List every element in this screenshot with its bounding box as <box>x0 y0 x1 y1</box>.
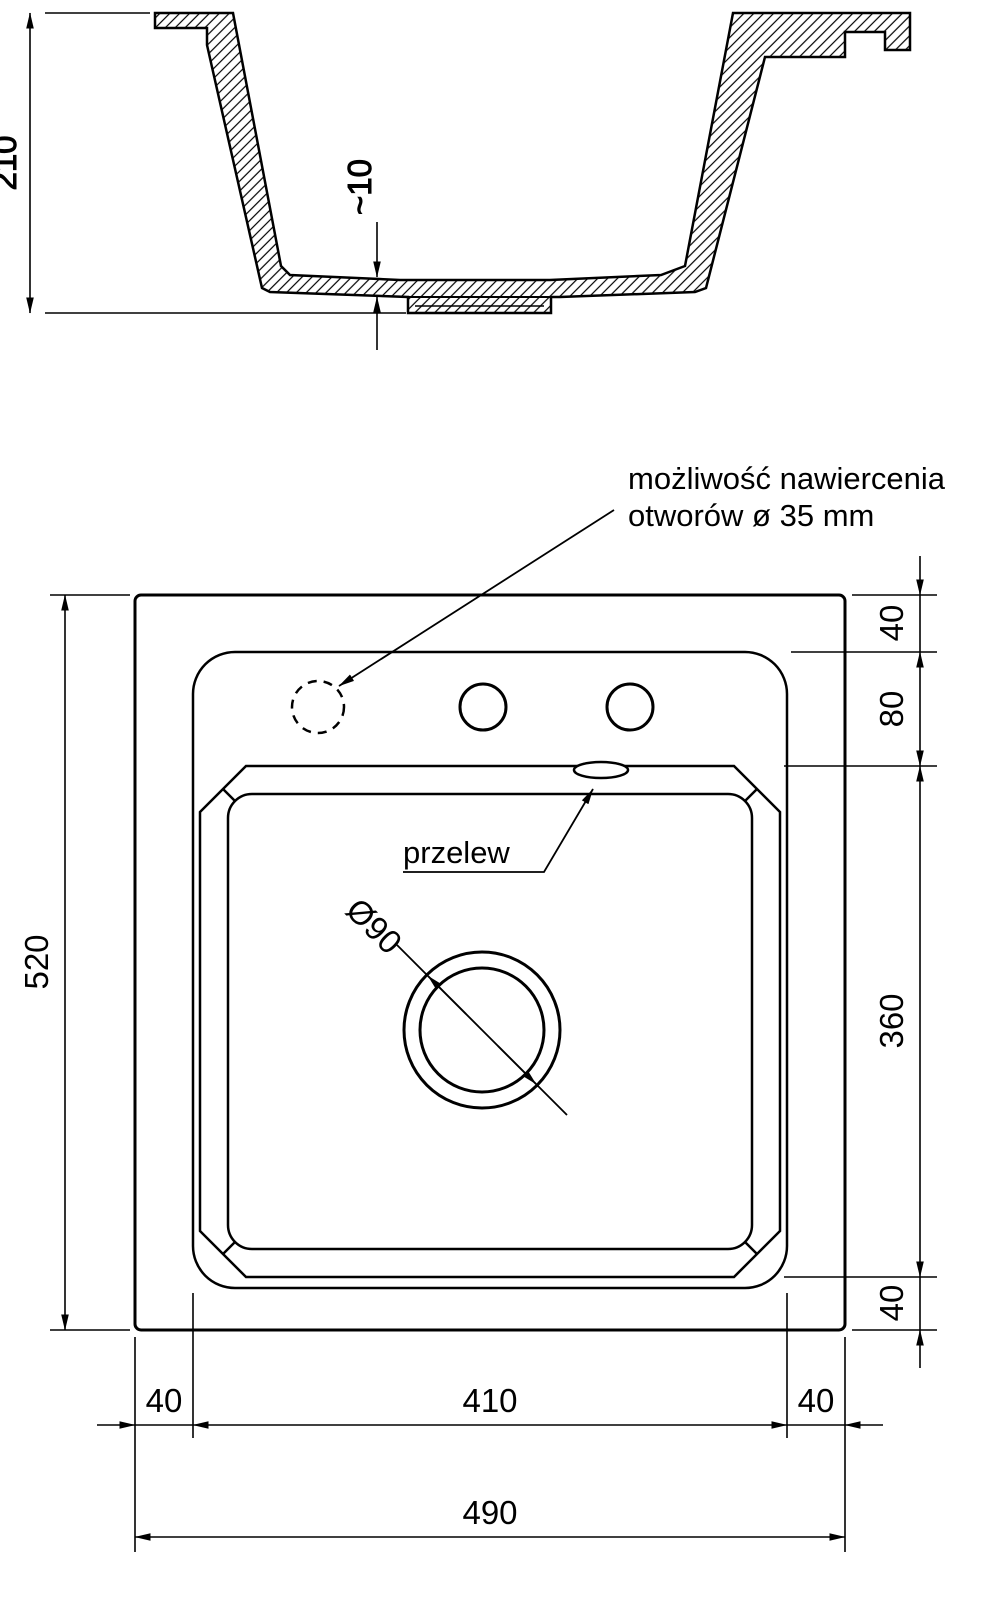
dim-depth-label: 210 <box>0 135 23 190</box>
dim-bottom-center-label: 410 <box>462 1382 517 1419</box>
drill-note-line2: otworów ø 35 mm <box>628 498 874 533</box>
drain-diameter-arrow <box>497 1045 537 1085</box>
basin-corner-line <box>222 788 236 802</box>
faucet-hole <box>458 682 508 732</box>
basin-corner-line <box>222 1241 236 1255</box>
drill-note-leader <box>338 509 615 687</box>
section-view: 210 ~10 <box>0 11 912 350</box>
drain-diameter-arrow <box>427 975 467 1015</box>
drill-option-hole <box>290 679 346 735</box>
dim-total-height <box>50 594 130 1331</box>
sink-outer-edge <box>133 593 847 1332</box>
overflow-slot <box>572 760 630 780</box>
dim-bottom-left-label: 40 <box>146 1382 183 1419</box>
faucet-hole <box>605 682 655 732</box>
overflow-leader <box>403 788 594 873</box>
plan-view <box>50 509 937 1552</box>
drain-outer-circle <box>402 950 562 1110</box>
basin-corner-line <box>744 788 758 802</box>
drain-inner-circle <box>418 966 546 1094</box>
dim-right-bottom-label: 40 <box>873 1285 910 1322</box>
dim-total-width-label: 490 <box>462 1494 517 1531</box>
drain-diameter-label: Ø90 <box>339 891 409 961</box>
overflow-label: przelew <box>403 835 510 870</box>
dim-right-upper-label: 80 <box>873 691 910 728</box>
dim-right-top-label: 40 <box>873 605 910 642</box>
dim-right-middle-label: 360 <box>873 993 910 1048</box>
dim-chain-bottom <box>97 1293 883 1552</box>
basin-bottom-edge <box>226 792 754 1251</box>
basin-corner-line <box>744 1241 758 1255</box>
dim-chain-right <box>784 556 937 1368</box>
sink-section-profile <box>153 11 912 315</box>
dim-depth <box>26 12 406 314</box>
dim-bottom-thickness-label: ~10 <box>341 159 378 215</box>
basin-top-edge <box>198 764 782 1279</box>
drain-diameter-line <box>396 944 568 1116</box>
sink-rim-inner-edge <box>191 650 789 1290</box>
dim-total-height-label: 520 <box>18 934 55 989</box>
plan-labels: możliwość nawiercenia otworów ø 35 mm pr… <box>18 461 946 1531</box>
dim-bottom-right-label: 40 <box>798 1382 835 1419</box>
drill-note-line1: możliwość nawiercenia <box>628 461 946 496</box>
